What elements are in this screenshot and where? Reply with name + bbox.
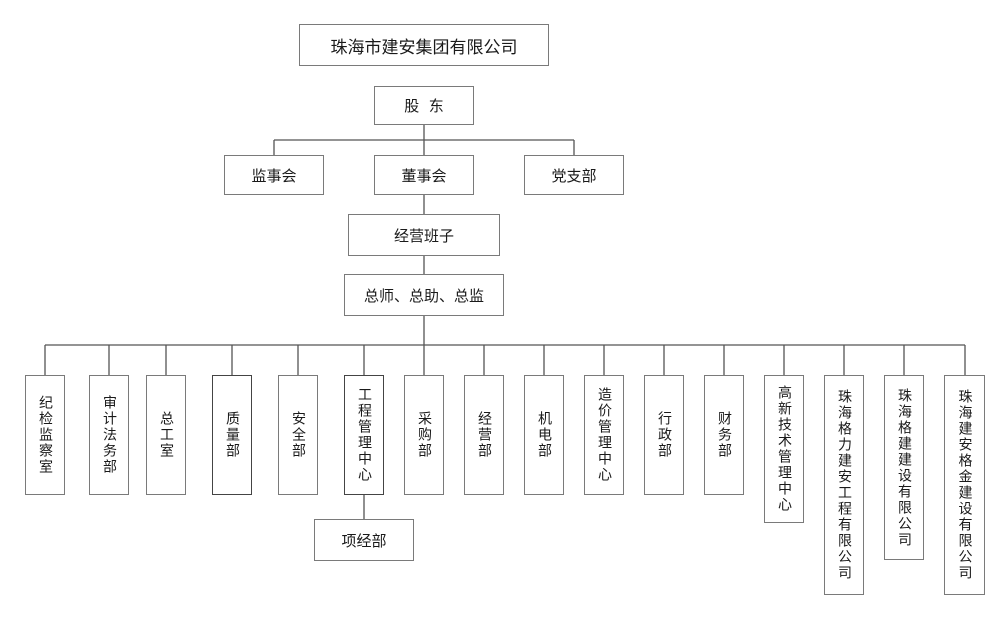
subsidiary-gree-jianan: 珠海格力建安工程有限公司 xyxy=(824,375,864,595)
dept-chief-engineer-office: 总工室 xyxy=(146,375,186,495)
company-title: 珠海市建安集团有限公司 xyxy=(299,24,549,66)
management-team-box: 经营班子 xyxy=(348,214,500,256)
subsidiary-jianan-gejin: 珠海建安格金建设有限公司 xyxy=(944,375,985,595)
dept-cost-center: 造价管理中心 xyxy=(584,375,624,495)
dept-business: 经营部 xyxy=(464,375,504,495)
dept-audit-legal: 审计法务部 xyxy=(89,375,129,495)
dept-administration: 行政部 xyxy=(644,375,684,495)
dept-safety: 安全部 xyxy=(278,375,318,495)
supervisory-board-box: 监事会 xyxy=(224,155,324,195)
shareholders-box: 股 东 xyxy=(374,86,474,125)
dept-discipline-inspection: 纪检监察室 xyxy=(25,375,65,495)
dept-procurement: 采购部 xyxy=(404,375,444,495)
dept-electromechanical: 机电部 xyxy=(524,375,564,495)
subsidiary-gejian: 珠海格建建设有限公司 xyxy=(884,375,924,560)
party-branch-box: 党支部 xyxy=(524,155,624,195)
dept-engineering-center: 工程管理中心 xyxy=(344,375,384,495)
dept-quality: 质量部 xyxy=(212,375,252,495)
executives-box: 总师、总助、总监 xyxy=(344,274,504,316)
board-of-directors-box: 董事会 xyxy=(374,155,474,195)
project-dept-box: 项经部 xyxy=(314,519,414,561)
dept-hitech-center: 高新技术管理中心 xyxy=(764,375,804,523)
dept-finance: 财务部 xyxy=(704,375,744,495)
